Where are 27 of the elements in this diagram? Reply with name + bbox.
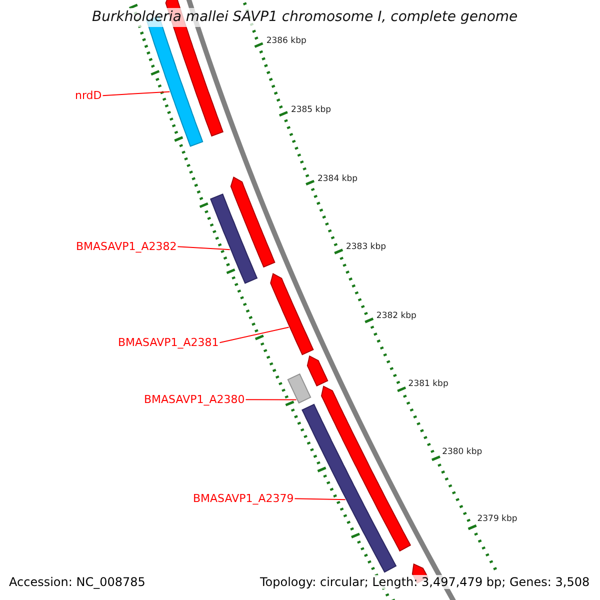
scale-label: 2386 kbp [266,36,306,47]
scale-label: 2382 kbp [376,311,416,322]
scale-label: 2379 kbp [477,514,518,524]
leader-line [177,246,230,250]
scale-label: 2384 kbp [317,174,358,184]
genome-info-text: Topology: circular; Length: 3,497,479 bp; Genes: 3,508 [260,575,590,590]
gene-bar [210,194,258,284]
gene-label: BMASAVP1_A2381 [118,336,219,350]
gene-bar [230,176,276,268]
gene-bar [320,386,412,552]
accession-text: Accession: NC_008785 [9,575,146,590]
gene-label: BMASAVP1_A2379 [193,492,294,506]
leader-line [219,326,290,344]
gene-bar [306,355,328,386]
gene-bar [270,272,314,356]
gene-label: BMASAVP1_A2380 [144,393,245,406]
gene-label: nrdD [75,89,102,102]
gene-label: BMASAVP1_A2382 [76,240,177,254]
gene-bar [287,373,312,404]
gene-bar [302,404,396,573]
scale-label: 2380 kbp [442,446,482,457]
leader-line [102,91,170,96]
leader-line [294,498,346,500]
scale-label: 2385 kbp [290,105,331,116]
scale-label: 2381 kbp [408,378,448,390]
leader-line [245,399,297,400]
scale-label: 2383 kbp [346,242,386,253]
